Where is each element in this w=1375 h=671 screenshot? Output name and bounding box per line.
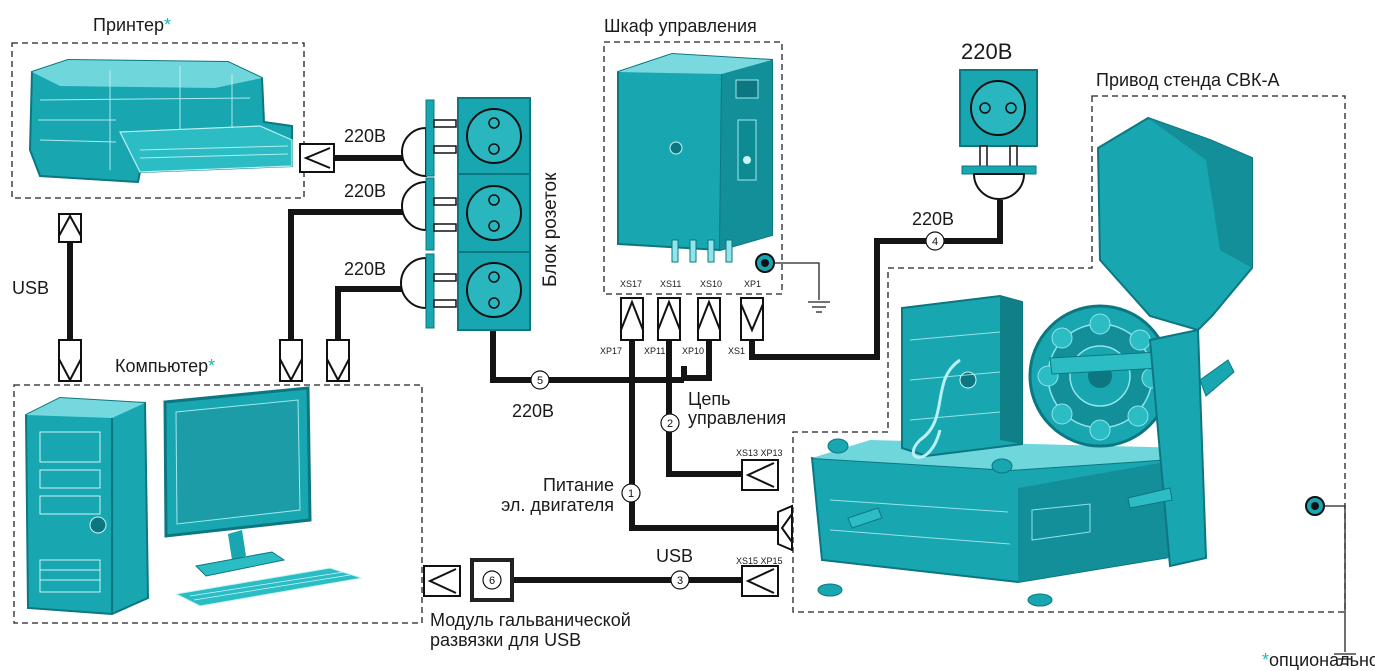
cable-5-number: 5 <box>537 375 543 387</box>
computer-usb-port <box>58 339 82 383</box>
cable-4-marker <box>925 231 945 251</box>
usb-isolator-label: Модуль гальванической развязки для USB <box>430 610 631 650</box>
cable-2 <box>666 340 742 477</box>
cabinet-ground-terminal-icon <box>755 253 775 273</box>
cabinet-icon <box>617 52 773 263</box>
drive-frame <box>792 95 1346 613</box>
pc-power-cable-1 <box>288 209 405 340</box>
footnote-text: опционально <box>1269 650 1375 670</box>
connector-xp17-label: XP17 <box>600 346 623 356</box>
cabinet-port-xs17 <box>620 297 644 341</box>
footnote-mark: * <box>1262 650 1270 670</box>
computer-power-port-2 <box>326 339 350 383</box>
connector-xs17-label: XS17 <box>620 279 643 289</box>
cable-2-label: Цепь управления <box>688 390 786 428</box>
cable-4 <box>749 200 1003 360</box>
cable-1-label: Питание эл. двигателя <box>500 475 614 515</box>
printer-icon <box>28 58 293 184</box>
cabinet-label: Шкаф управления <box>604 16 757 36</box>
footnote: *опционально <box>1262 650 1375 670</box>
socket-block-icon <box>457 97 531 331</box>
cable-1-marker <box>621 483 641 503</box>
drive-label: Привод стенда СВК-А <box>1096 70 1280 90</box>
drive-port-xs13 <box>741 459 779 491</box>
connector-xp1-label: XP1 <box>744 279 762 289</box>
usb-isolator-number: 6 <box>489 575 495 587</box>
drive-port-motor <box>777 504 793 552</box>
cable-2-label-line1: Цепь <box>688 389 731 409</box>
cable-5 <box>490 330 684 383</box>
usb-isolator-label-line1: Модуль гальванической <box>430 610 631 630</box>
cable-4-label: 220В <box>912 209 955 229</box>
cable-5-label: 220В <box>512 401 555 421</box>
usb-isolator-box <box>470 558 514 602</box>
computer-label: Компьютер* <box>115 356 215 376</box>
connectors <box>58 143 793 597</box>
connector-xs13-xp13-label: XS13 XP13 <box>736 448 783 458</box>
wall-socket-label: 220В <box>961 39 1013 64</box>
computer-power-port-1 <box>279 339 303 383</box>
connector-xs11-label: XS11 <box>660 279 682 289</box>
connector-xs15-xp15-label: XS15 XP15 <box>736 556 783 566</box>
socket-block-label: Блок розеток <box>540 172 561 287</box>
computer-label-text: Компьютер <box>115 356 209 376</box>
connector-xp11-label: XP11 <box>644 346 666 356</box>
pc-power-1-label: 220В <box>344 181 387 201</box>
drive-icon <box>810 116 1253 607</box>
cabinet-port-xs11 <box>657 297 681 341</box>
pc-power-2-label: 220В <box>344 259 387 279</box>
cable-5-marker <box>530 370 550 390</box>
printer-power-port <box>299 143 335 173</box>
cable-1-label-line1: Питание <box>542 475 614 495</box>
cable-6-marker <box>482 570 502 590</box>
computer-frame <box>13 384 423 624</box>
cable-4-number: 4 <box>932 236 938 248</box>
cable-2-number: 2 <box>667 418 673 430</box>
connector-xs10-label: XS10 <box>700 279 723 289</box>
wall-plug-icon <box>961 145 1037 200</box>
cabinet-ground-wire <box>774 262 820 300</box>
connector-xs1-label: XS1 <box>728 346 746 356</box>
cable-1-number: 1 <box>628 488 634 500</box>
cable-2-marker <box>660 413 680 433</box>
computer-usb-isolated-port <box>423 565 461 597</box>
plug-icons <box>400 99 457 329</box>
cable-3-marker <box>670 570 690 590</box>
pc-power-cable-2 <box>335 286 405 340</box>
cable-2-branch <box>681 340 712 381</box>
cable-3-label: USB <box>656 546 694 566</box>
computer-optional-mark: * <box>208 356 216 376</box>
cable-2-label-line2: управления <box>688 408 787 428</box>
printer-usb-port <box>58 213 82 243</box>
printer-usb-label: USB <box>12 278 50 298</box>
cable-1 <box>629 340 778 531</box>
wall-socket-icon <box>959 69 1038 147</box>
printer-frame <box>11 42 305 199</box>
cabinet-port-xs10 <box>697 297 721 341</box>
connector-xp10-label: XP10 <box>682 346 705 356</box>
cabinet-port-xp1 <box>740 297 764 341</box>
printer-label-text: Принтер <box>93 15 165 35</box>
printer-label: Принтер* <box>93 15 171 35</box>
cable-1-label-line2: эл. двигателя <box>501 495 614 515</box>
cable-3-number: 3 <box>677 575 683 587</box>
computer-icon <box>24 386 363 616</box>
drive-port-xs15 <box>741 565 779 597</box>
cabinet-frame <box>603 41 783 295</box>
drive-ground-terminal-icon <box>1305 496 1325 516</box>
printer-power-label: 220В <box>344 126 387 146</box>
drive-ground-wire <box>1320 505 1346 652</box>
printer-optional-mark: * <box>164 15 172 35</box>
usb-isolator-label-line2: развязки для USB <box>430 630 582 650</box>
